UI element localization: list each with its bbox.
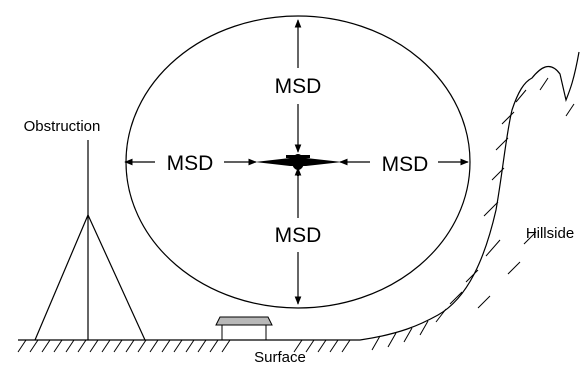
terrain-profile [18, 51, 580, 341]
ground-hatching [17, 339, 351, 353]
ground-hatch-mark [185, 339, 195, 353]
ground-hatch-mark [149, 339, 159, 353]
ground-hatch-mark [53, 339, 63, 353]
ground-hatch-mark [65, 339, 75, 353]
ground-hatch-mark [29, 339, 39, 353]
ground-hatch-mark [329, 339, 339, 353]
ground-hatch-mark [41, 339, 51, 353]
ground-hatch-mark [125, 339, 135, 353]
ground-hatch-mark [197, 339, 207, 353]
ground-hatch-mark [209, 339, 219, 353]
ground-hatch-mark [173, 339, 183, 353]
msd-label-left: MSD [167, 152, 214, 175]
airplane-icon [255, 154, 342, 176]
msd-label-top: MSD [275, 75, 322, 98]
hillside-label: Hillside [526, 225, 574, 242]
ground-hatch-mark [221, 339, 231, 353]
ground-hatch-mark [101, 339, 111, 353]
house-icon [215, 316, 273, 341]
ground-hatch-mark [89, 339, 99, 353]
ground-hatch-mark [161, 339, 171, 353]
ground-hatch-mark [305, 339, 315, 353]
surface-label: Surface [254, 349, 306, 366]
ground-hatch-mark [137, 339, 147, 353]
ground-hatch-mark [17, 339, 27, 353]
ground-hatch-mark [341, 339, 351, 353]
ground-hatch-mark [77, 339, 87, 353]
msd-label-bottom: MSD [275, 224, 322, 247]
ground-hatch-mark [293, 339, 303, 353]
obstruction-label: Obstruction [24, 118, 101, 135]
msd-label-right: MSD [382, 153, 429, 176]
ground-hatch-mark [113, 339, 123, 353]
tower-icon [34, 140, 146, 341]
ground-hatch-mark [317, 339, 327, 353]
hillside-hatching [371, 77, 575, 351]
